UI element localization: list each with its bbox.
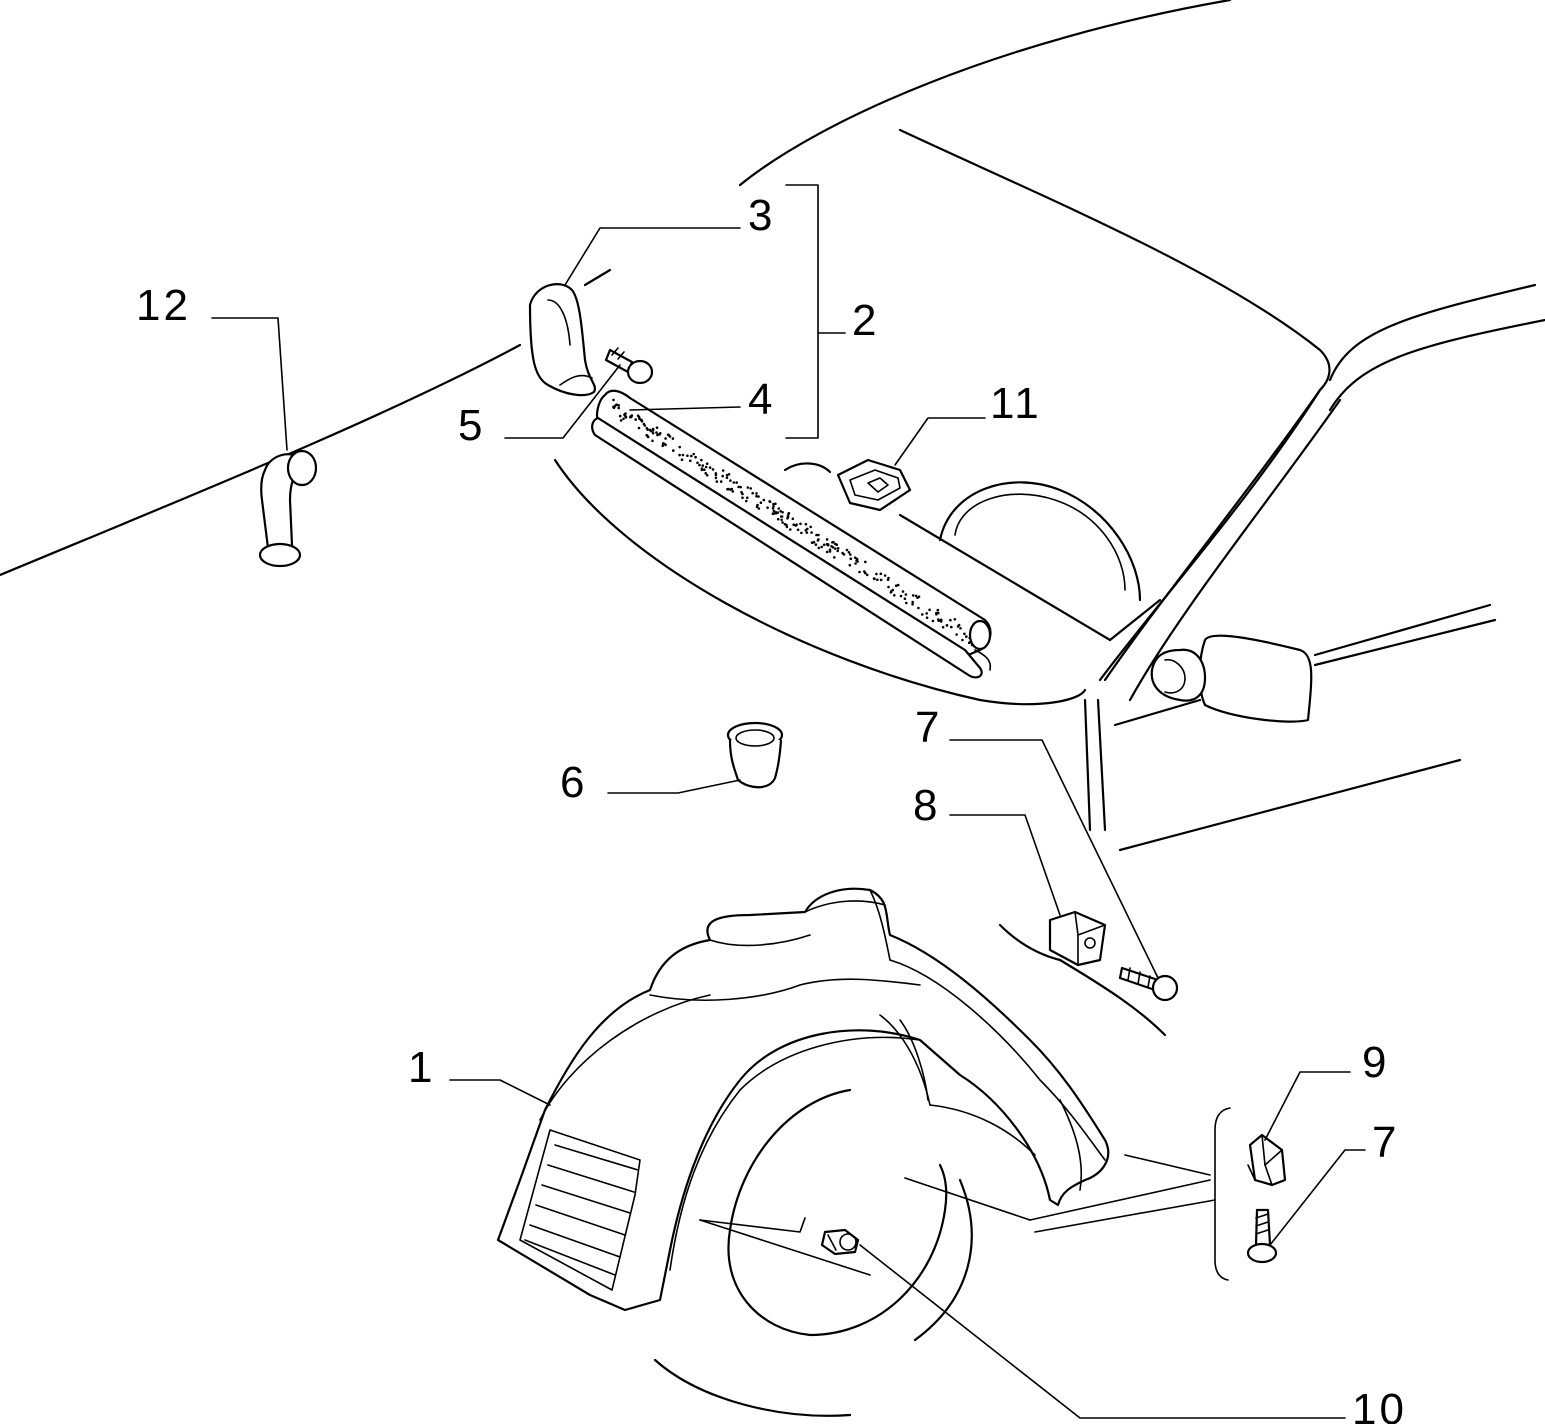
callout-12: 12 [136, 281, 191, 330]
seal-texture [612, 398, 974, 647]
side-mirror [1150, 634, 1313, 723]
callout-9: 9 [1362, 1038, 1389, 1087]
callout-1: 1 [408, 1043, 435, 1092]
callout-7-lower: 7 [1372, 1118, 1399, 1167]
part-4-seal [591, 389, 992, 679]
callout-11: 11 [990, 379, 1042, 428]
callout-6: 6 [560, 758, 587, 807]
callout-4: 4 [748, 375, 775, 424]
vehicle-body-outline [0, 0, 1545, 1037]
part-9-clip [1247, 1133, 1287, 1187]
callout-7-upper: 7 [915, 703, 942, 752]
liner-vents [519, 1129, 641, 1291]
leader-lines [211, 184, 1366, 1419]
callout-5: 5 [458, 401, 485, 450]
part-10-fastener [820, 1228, 860, 1256]
callout-10: 10 [1352, 1385, 1407, 1424]
part-5-screw [604, 347, 654, 385]
wheel-outline [653, 1088, 973, 1417]
part-6-grommet [726, 721, 784, 789]
part-3-bracket [528, 283, 596, 397]
callout-3: 3 [748, 191, 775, 240]
part-7-screw-upper [1118, 966, 1179, 1002]
callout-8: 8 [913, 781, 940, 830]
part-12-elbow-hose [258, 449, 318, 568]
callout-2: 2 [852, 296, 879, 345]
part-1-wheel-arch-liner [496, 887, 1110, 1312]
part-8-clip-nut [1048, 910, 1107, 967]
callout-labels: 12 3 2 4 5 11 6 7 8 1 9 7 10 [136, 191, 1407, 1424]
part-11-clip [836, 458, 912, 512]
part-7-screw-lower [1246, 1208, 1278, 1264]
